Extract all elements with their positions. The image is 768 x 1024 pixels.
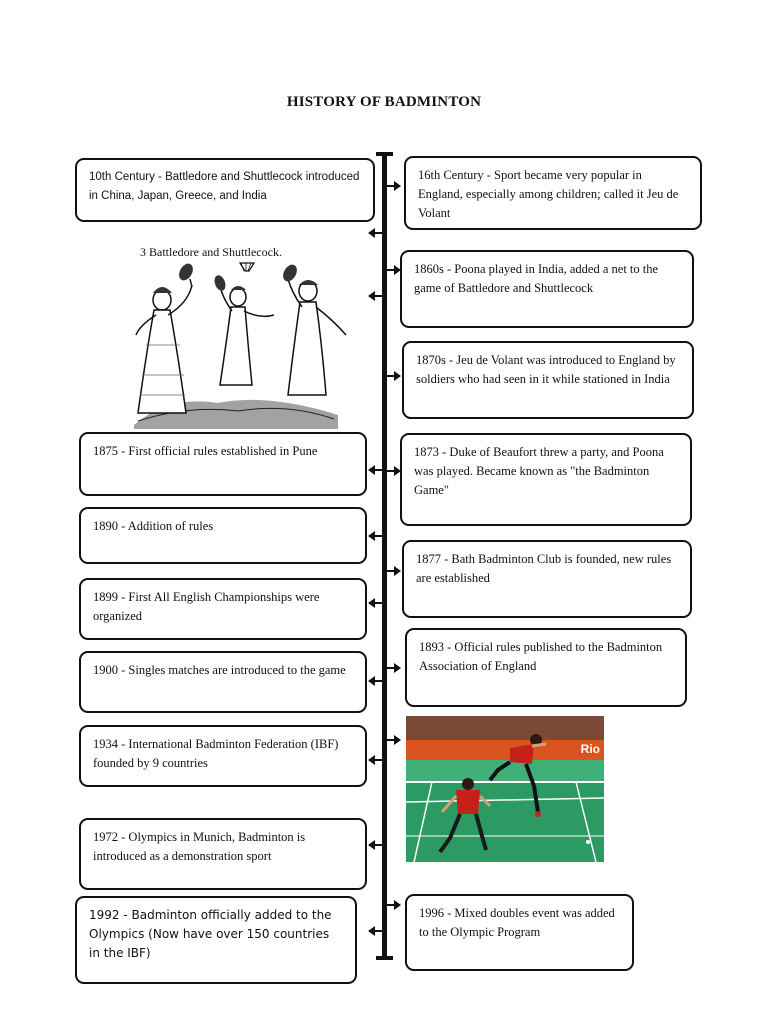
event-1996: 1996 - Mixed doubles event was added to …	[405, 894, 634, 971]
arrow-left	[368, 926, 382, 936]
event-1877: 1877 - Bath Badminton Club is founded, n…	[402, 540, 692, 618]
event-1934: 1934 - International Badminton Federatio…	[79, 725, 367, 787]
event-16th-century: 16th Century - Sport became very popular…	[404, 156, 702, 230]
photo-banner-text: Rio	[580, 742, 600, 756]
event-10th-century: 10th Century - Battledore and Shuttlecoc…	[75, 158, 375, 222]
event-1873: 1873 - Duke of Beaufort threw a party, a…	[400, 433, 692, 526]
illustration-caption: 3 Battledore and Shuttlecock.	[140, 245, 282, 259]
battledore-illustration: 3 Battledore and Shuttlecock.	[128, 245, 348, 433]
engraving-figures	[134, 262, 347, 429]
arrow-right	[387, 735, 401, 745]
page-title: HISTORY OF BADMINTON	[286, 94, 482, 110]
arrow-right	[387, 181, 401, 191]
arrow-right	[387, 566, 401, 576]
arrow-left	[368, 755, 382, 765]
arrow-left	[368, 291, 382, 301]
arrow-left	[368, 465, 382, 475]
olympic-badminton-photo: Rio	[406, 716, 604, 862]
event-1875: 1875 - First official rules established …	[79, 432, 367, 496]
arrow-right	[387, 466, 401, 476]
event-1900: 1900 - Singles matches are introduced to…	[79, 651, 367, 713]
event-1972: 1972 - Olympics in Munich, Badminton is …	[79, 818, 367, 890]
event-1870s: 1870s - Jeu de Volant was introduced to …	[402, 341, 694, 419]
arrow-left	[368, 676, 382, 686]
arrow-right	[387, 663, 401, 673]
arrow-right	[387, 371, 401, 381]
arrow-right	[387, 900, 401, 910]
event-1899: 1899 - First All English Championships w…	[79, 578, 367, 640]
event-1890: 1890 - Addition of rules	[79, 507, 367, 564]
arrow-left	[368, 228, 382, 238]
arrow-left	[368, 531, 382, 541]
event-1992: 1992 - Badminton officially added to the…	[75, 896, 357, 984]
timeline-axis	[376, 152, 393, 960]
arrow-right	[387, 265, 401, 275]
arrow-left	[368, 840, 382, 850]
court-players	[406, 734, 604, 862]
event-1893: 1893 - Official rules published to the B…	[405, 628, 687, 707]
arrow-left	[368, 598, 382, 608]
event-1860s: 1860s - Poona played in India, added a n…	[400, 250, 694, 328]
